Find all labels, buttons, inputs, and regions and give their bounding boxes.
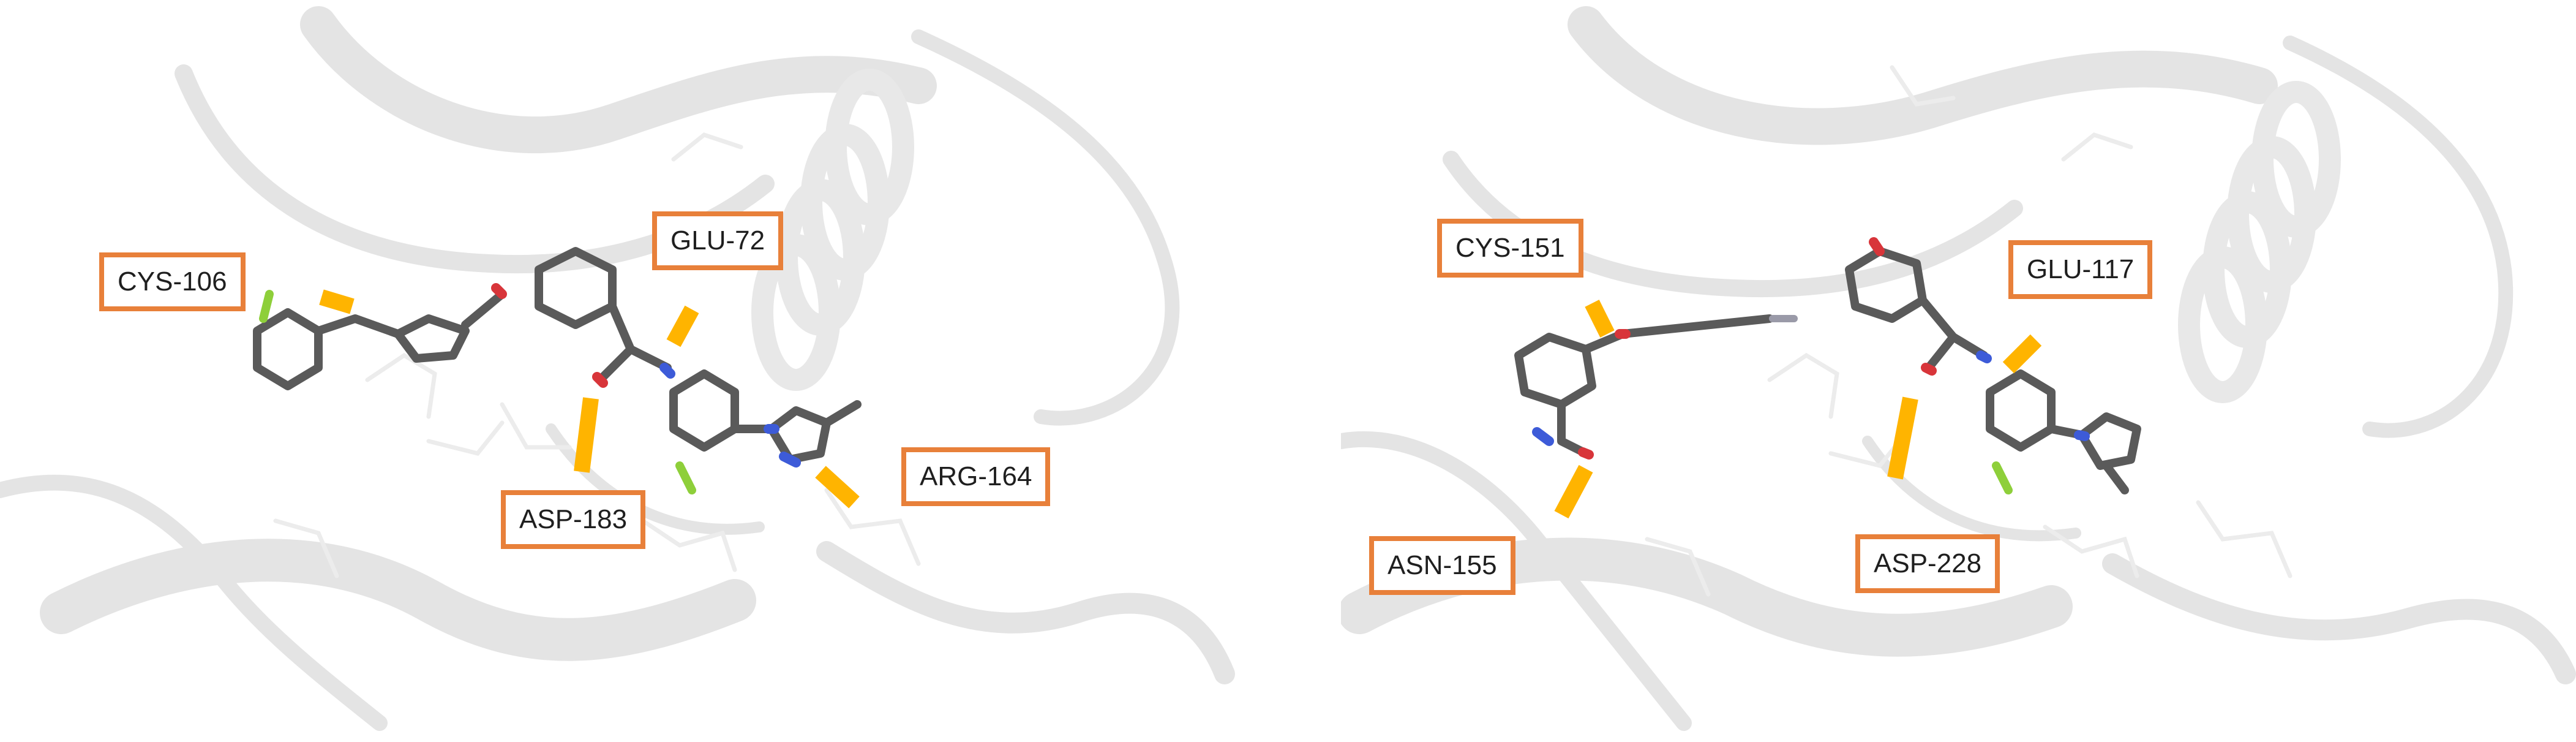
hbond-cys-106 xyxy=(319,289,355,314)
left-structure-panel: CYS-106 GLU-72 ASP-183 ARG-164 xyxy=(0,0,1249,742)
residue-label-cys-106: CYS-106 xyxy=(99,252,246,311)
alpha-helix-left xyxy=(751,69,914,391)
ligand-left xyxy=(253,247,862,494)
residue-label-asp-228: ASP-228 xyxy=(1855,534,2000,593)
side-chains-left xyxy=(273,132,921,578)
hbond-arg-164 xyxy=(815,466,860,509)
alpha-helix-right xyxy=(2178,81,2341,403)
protein-ribbon-left xyxy=(0,6,1235,731)
hbond-asn-155 xyxy=(1554,464,1593,519)
hbond-glu-72 xyxy=(666,305,699,347)
ligand-right xyxy=(1514,237,2141,494)
protein-ligand-render-right xyxy=(1341,6,2576,731)
residue-label-arg-164: ARG-164 xyxy=(901,447,1051,506)
hydrogen-bonds-left xyxy=(319,289,860,509)
hydrogen-bonds-right xyxy=(1554,300,2042,519)
hbond-cys-151 xyxy=(1585,300,1615,338)
residue-label-glu-117: GLU-117 xyxy=(2008,240,2153,299)
residue-label-glu-72: GLU-72 xyxy=(652,211,784,270)
hbond-glu-117 xyxy=(2002,334,2042,374)
residue-label-cys-151: CYS-151 xyxy=(1437,219,1583,278)
hbond-asp-228 xyxy=(1887,396,1918,480)
residue-label-asn-155: ASN-155 xyxy=(1369,536,1515,595)
side-chains-right xyxy=(1645,65,2292,597)
residue-label-asp-183: ASP-183 xyxy=(501,490,646,549)
protein-ligand-render-left xyxy=(0,6,1235,731)
right-structure-panel: CYS-151 GLU-117 ASN-155 ASP-228 xyxy=(1341,0,2576,742)
hbond-asp-183 xyxy=(574,397,599,473)
